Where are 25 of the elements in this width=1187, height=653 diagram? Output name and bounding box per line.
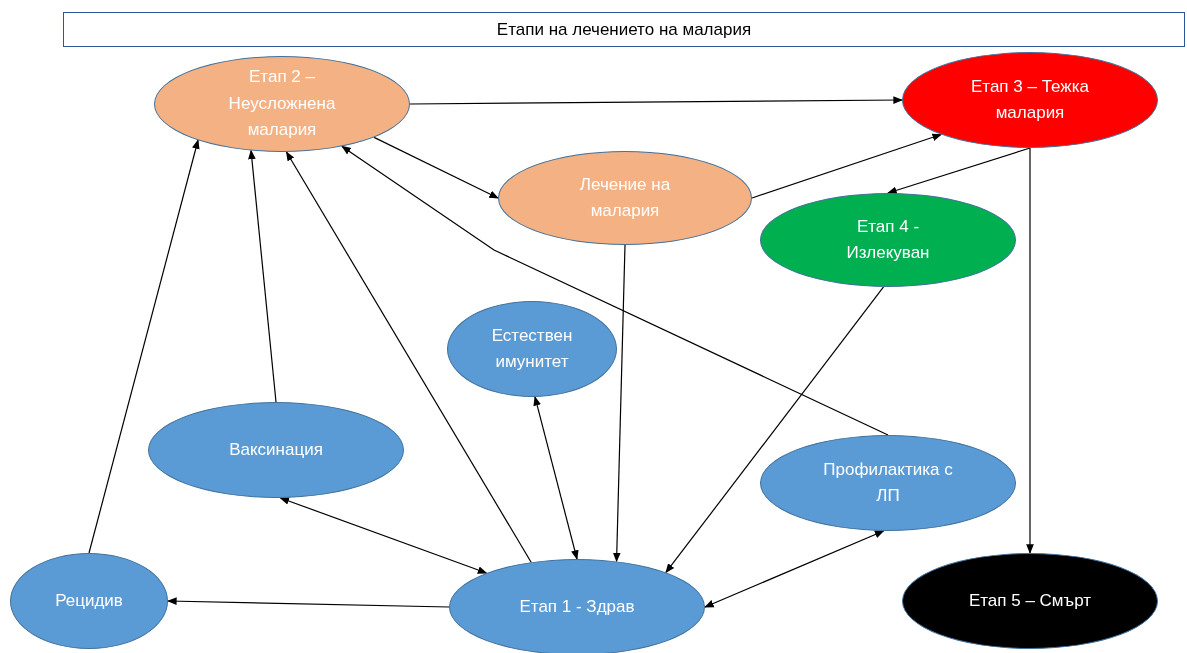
arrow: [279, 497, 488, 574]
arrow: [409, 96, 903, 105]
node-label: Етап 1 - Здрав: [519, 595, 635, 618]
node-label: Етап 2 – Неусложнена малария: [227, 66, 337, 142]
arrow: [285, 151, 532, 563]
arrow: [341, 145, 889, 436]
node-label: Етап 3 – Тежка малария: [970, 75, 1090, 124]
node-label: Ваксинация: [229, 438, 323, 461]
arrow: [1026, 147, 1034, 554]
node-label: Рецидив: [55, 589, 123, 612]
node-label: Етап 4 - Излекуван: [845, 215, 931, 264]
node-label: Профилактика с ЛП: [823, 458, 953, 507]
arrow: [704, 530, 885, 608]
node-label: Лечение на малария: [578, 173, 672, 222]
title: Етапи на лечението на малария: [63, 12, 1185, 47]
arrow: [167, 597, 450, 608]
arrow: [665, 286, 885, 574]
arrow: [373, 136, 499, 199]
node-label: Етап 5 – Смърт: [968, 589, 1092, 612]
arrow: [533, 396, 579, 560]
arrow: [88, 139, 200, 554]
arrow: [887, 147, 1031, 195]
arrow: [612, 244, 626, 563]
node-label: Естествен имунитет: [490, 324, 574, 373]
arrow: [751, 133, 942, 199]
